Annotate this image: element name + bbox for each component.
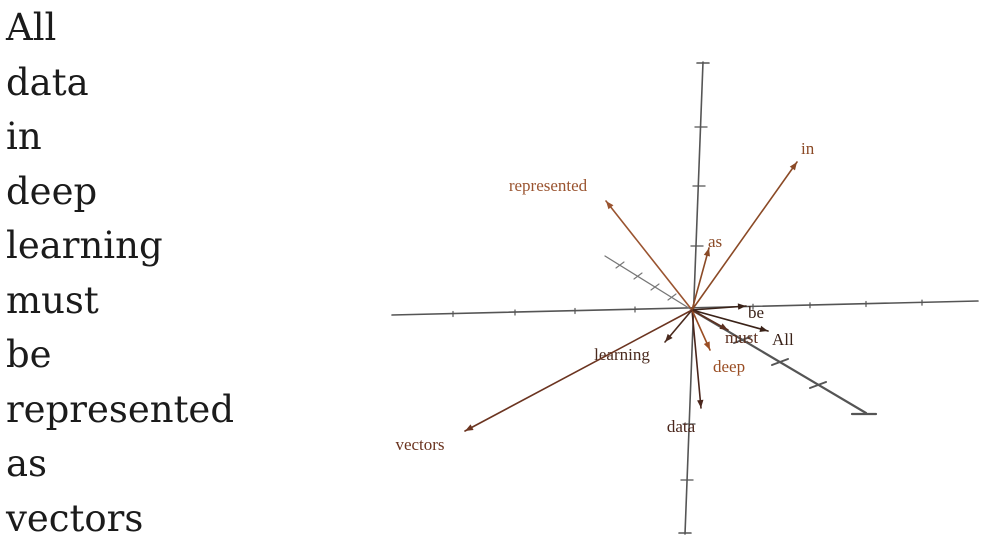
vector-arrowhead xyxy=(719,323,728,330)
vector-arrowhead xyxy=(465,424,474,431)
axis-tick xyxy=(615,261,625,269)
vertical-axis xyxy=(684,61,704,535)
word-vector-label: must xyxy=(725,328,758,347)
word-vector-label: vectors xyxy=(395,435,444,454)
sentence-word: represented xyxy=(6,387,235,431)
word-vector-arrow xyxy=(691,247,710,311)
word-vector-arrow xyxy=(605,200,693,311)
axis-tick xyxy=(633,272,643,280)
coordinate-axes xyxy=(391,61,979,535)
word-vector-arrow xyxy=(691,305,747,311)
word-vector-arrow xyxy=(691,309,702,409)
word-vectors: All data in deep learning must be represented as… xyxy=(395,139,814,454)
word-vector-label: represented xyxy=(509,176,588,195)
vector-arrowhead xyxy=(697,399,704,408)
word-vector-label: as xyxy=(708,232,722,251)
word-vector-label: learning xyxy=(594,345,650,364)
vector-arrowhead xyxy=(703,248,710,257)
axis-tick xyxy=(809,381,827,389)
axis-tick xyxy=(771,358,789,366)
sentence-word-list: All data in deep learning must be repres… xyxy=(6,0,234,545)
axis-tick xyxy=(733,336,751,344)
vector-arrowhead xyxy=(665,333,673,342)
word-vector-label: All xyxy=(772,330,794,349)
word-vector-label: data xyxy=(667,417,696,436)
vector-arrowhead xyxy=(789,162,797,171)
word-vector-arrow xyxy=(691,309,769,332)
sentence-word: as xyxy=(6,442,48,485)
sentence-word: All xyxy=(6,6,57,49)
word-vector-label: in xyxy=(801,139,815,158)
vector-arrowhead xyxy=(759,325,768,332)
horizontal-axis xyxy=(391,300,979,316)
sentence-word: learning xyxy=(6,224,163,267)
sentence-word: deep xyxy=(6,169,98,213)
word-vector-label: deep xyxy=(713,357,745,376)
vector-arrowhead xyxy=(737,303,746,310)
word-vector-label: be xyxy=(748,303,764,322)
word-vector-arrow xyxy=(691,161,798,311)
depth-axis-back xyxy=(604,255,693,311)
sentence-word: data xyxy=(6,60,89,104)
word-vector-arrow xyxy=(464,309,693,432)
sentence-word: must xyxy=(6,278,99,322)
axis-tick xyxy=(650,283,660,291)
sentence-word: be xyxy=(6,333,52,376)
vector-arrowhead xyxy=(703,341,710,350)
vector-arrowhead xyxy=(606,201,614,210)
axis-tick xyxy=(667,293,677,301)
sentence-word: in xyxy=(6,115,42,158)
sentence-word: vectors xyxy=(6,496,144,540)
